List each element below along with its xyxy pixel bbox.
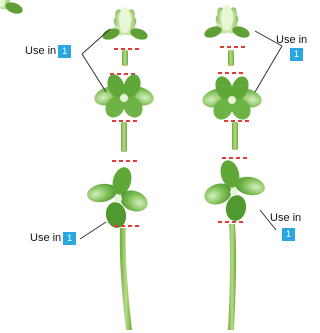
leader-line-top-right-2 xyxy=(255,46,282,92)
right-leaf-rosette-2 xyxy=(201,158,266,222)
callout-bottom-left-text: Use in xyxy=(30,231,61,245)
callout-top-right: Use in xyxy=(276,33,307,47)
callout-top-left-text: Use in xyxy=(25,44,56,58)
leader-line-bottom-left xyxy=(80,222,106,239)
left-top-bud xyxy=(0,0,24,16)
callout-top-right-badge: 1 xyxy=(290,48,303,61)
callout-bottom-left: Use in 1 xyxy=(30,231,76,245)
left-leaf-rosette-2 xyxy=(86,165,151,229)
left-leaf-rosette-1 xyxy=(92,72,156,121)
right-leaf-rosette-1 xyxy=(200,74,264,123)
callout-top-left: Use in 1 xyxy=(25,44,71,58)
left-stem-segment-2 xyxy=(121,122,127,152)
callout-bottom-right-text: Use in xyxy=(270,211,301,225)
callout-bottom-left-badge: 1 xyxy=(63,232,76,245)
callout-bottom-right: Use in xyxy=(270,211,301,225)
right-stem-segment-2 xyxy=(232,122,238,150)
right-top-bud xyxy=(203,5,251,40)
callout-top-right-text: Use in xyxy=(276,33,307,47)
callout-top-left-badge: 1 xyxy=(58,45,71,58)
left-stem-segment-1 xyxy=(122,50,128,66)
left-long-stem xyxy=(120,228,132,330)
right-stem-segment-1 xyxy=(228,50,234,66)
right-long-stem xyxy=(228,224,236,330)
callout-bottom-right-badge: 1 xyxy=(282,228,295,241)
leader-line-top-left xyxy=(82,29,110,54)
leader-line-top-left-2 xyxy=(82,54,106,92)
